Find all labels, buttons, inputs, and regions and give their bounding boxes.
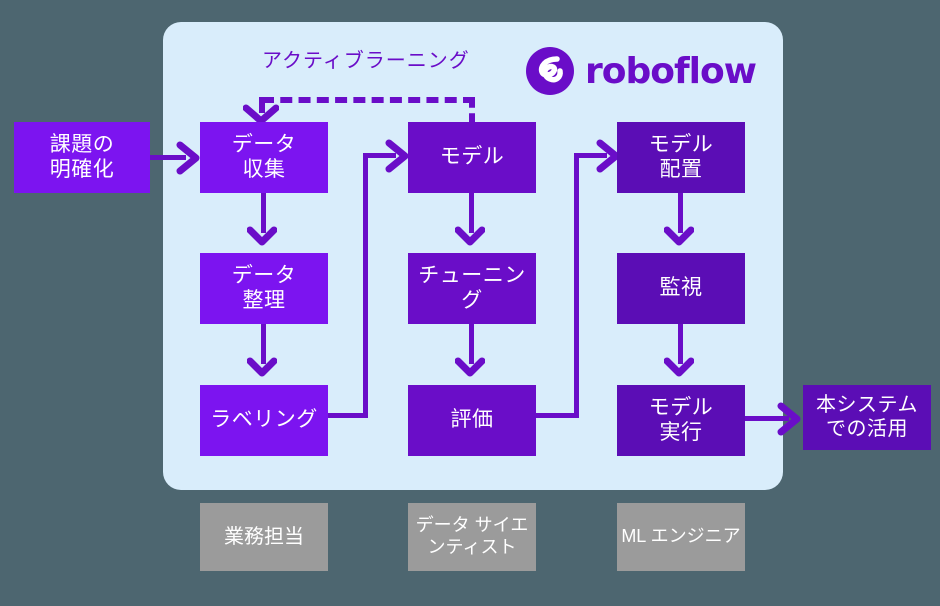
role-label-line2: サイエンティスト [427,515,529,557]
active-learning-dashed-link [262,97,475,103]
arrowhead-down-c2a-icon [455,226,485,246]
step-data-organization[interactable]: データ 整理 [200,253,328,324]
output-box-system-utilization[interactable]: 本システム での活用 [803,385,931,450]
step-label-line1: モデル [648,132,714,156]
role-box-data-scientist[interactable]: データ サイエンティスト [408,503,536,571]
connector-collect-to-organize [261,193,266,233]
connector-label-riser [363,153,368,418]
step-label-line1: データ [231,132,297,156]
step-label-line1: ラベリング [210,408,318,432]
step-labeling[interactable]: ラベリング [200,385,328,456]
role-box-business-owner[interactable]: 業務担当 [200,503,328,571]
arrowhead-down-c3a-icon [664,226,694,246]
connector-deploy-to-monitor [678,193,683,233]
arrowhead-down-c2b-icon [455,357,485,377]
step-label-line1: 評価 [450,408,494,432]
connector-input-to-collect [150,155,186,160]
connector-eval-to-deploy [574,153,607,158]
step-label-line2: 配置 [659,157,703,181]
active-learning-label: アクティブラーニング [262,50,470,72]
input-box-line1: 課題の [49,132,115,156]
step-label-line1: 監視 [659,276,703,300]
connector-organize-to-label [261,324,266,364]
step-model[interactable]: モデル [408,122,536,193]
arrowhead-down-c1b-icon [247,357,277,377]
step-data-collection[interactable]: データ 収集 [200,122,328,193]
roboflow-logo-icon [526,47,574,95]
step-label-line2: 整理 [242,288,286,312]
connector-label-right [328,413,368,418]
step-tuning[interactable]: チューニング [408,253,536,324]
arrowhead-right-input-icon [176,141,200,175]
output-box-line1: 本システム [816,393,918,416]
roboflow-wordmark: roboflow [585,50,757,92]
input-box-problem-definition[interactable]: 課題の 明確化 [14,122,150,193]
connector-tuning-to-eval [469,324,474,364]
connector-eval-right [536,413,579,418]
step-label-line2: 収集 [242,157,286,181]
arrowhead-right-to-deploy-icon [596,139,620,173]
step-label-line2: 実行 [659,420,703,444]
role-label-line1: ML [621,526,646,547]
arrowhead-right-to-model-icon [385,139,409,173]
role-label-line2: エンジニア [650,526,741,547]
step-label-line1: モデル [439,145,505,169]
roboflow-logo: roboflow [525,46,757,96]
step-model-deployment[interactable]: モデル 配置 [617,122,745,193]
role-label-line1: データ [415,515,470,536]
step-monitoring[interactable]: 監視 [617,253,745,324]
connector-eval-riser [574,153,579,418]
step-label-line1: チューニング [418,263,526,312]
active-learning-dashed-drop [259,97,265,113]
connector-model-to-tuning [469,193,474,233]
arrowhead-down-c3b-icon [664,357,694,377]
active-learning-arrowhead-icon [243,104,279,125]
arrowhead-right-output-icon [777,402,801,436]
role-label: 業務担当 [224,526,304,548]
connector-label-to-model [363,153,396,158]
input-box-line2: 明確化 [49,157,115,181]
step-label-line1: データ [231,263,297,287]
step-label-line1: モデル [648,395,714,419]
connector-run-to-output [745,416,789,421]
step-model-execution[interactable]: モデル 実行 [617,385,745,456]
arrowhead-down-c1a-icon [247,226,277,246]
output-box-line2: での活用 [826,417,908,440]
connector-monitor-to-run [678,324,683,364]
role-box-ml-engineer[interactable]: ML エンジニア [617,503,745,571]
step-evaluation[interactable]: 評価 [408,385,536,456]
active-learning-dashed-riser [469,97,475,124]
